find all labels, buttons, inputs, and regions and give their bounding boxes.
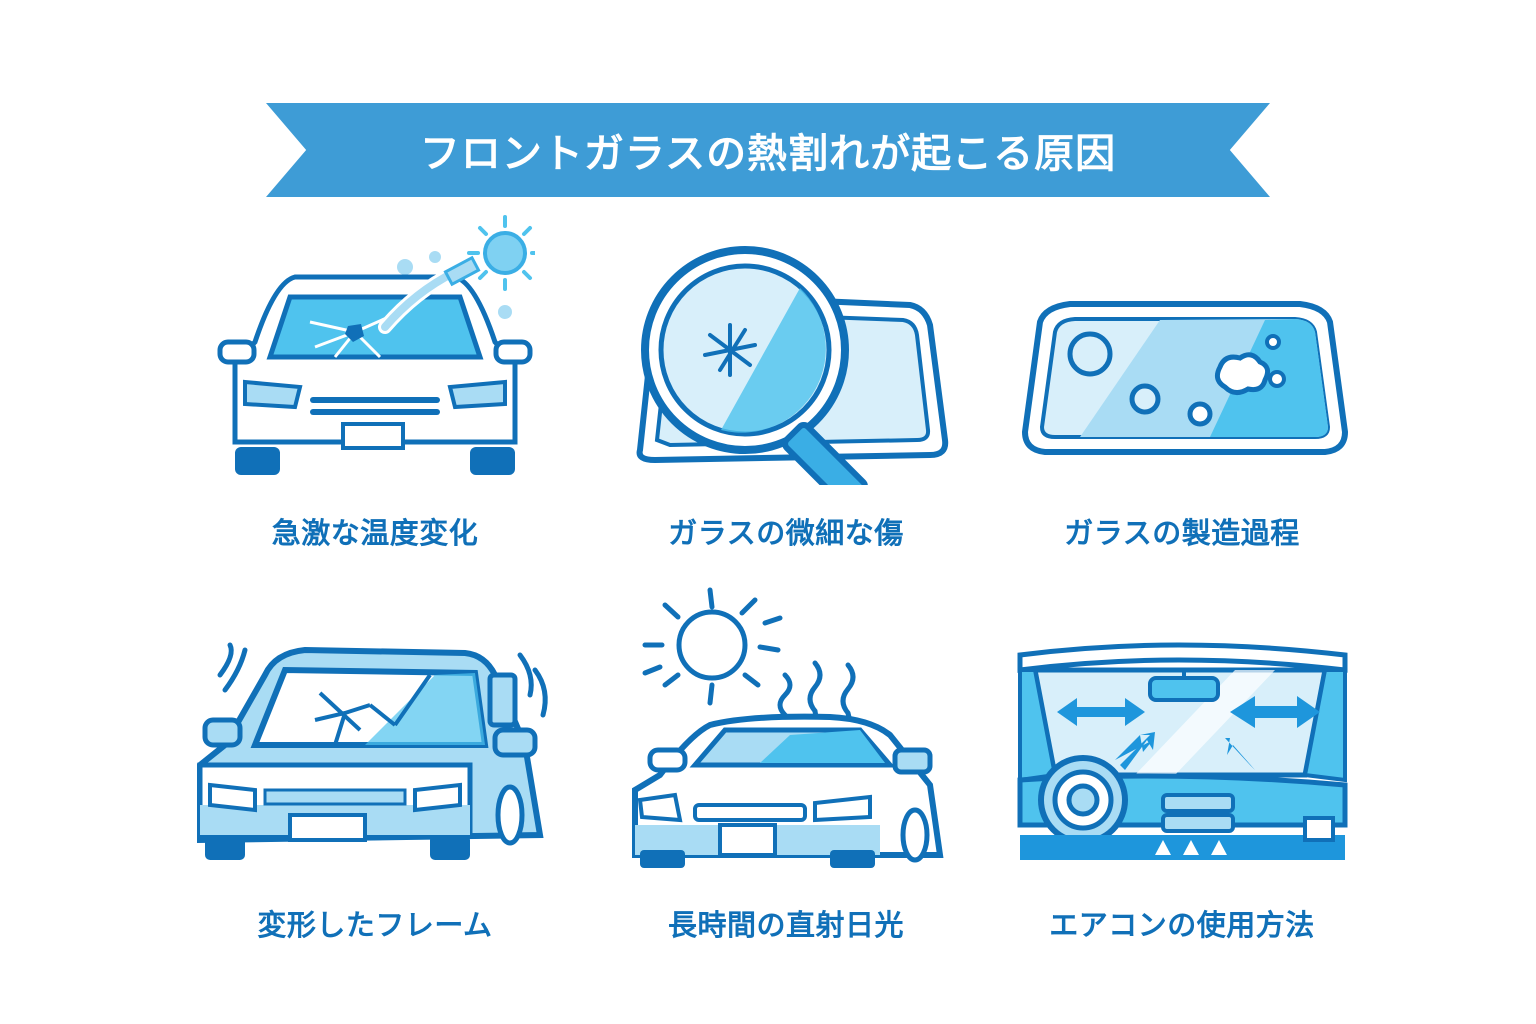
magnifier-glass-crack-icon xyxy=(625,240,955,485)
deformed-car-frame-icon xyxy=(185,635,555,865)
page-title: フロントガラスの熱割れが起こる原因 xyxy=(419,131,1117,177)
cause-label-temperature: 急激な温度変化 xyxy=(271,516,479,550)
title-banner: フロントガラスの熱割れが起こる原因 xyxy=(266,103,1270,197)
cause-label-scratches: ガラスの微細な傷 xyxy=(668,516,904,550)
car-windshield-water-sun-icon xyxy=(215,212,535,484)
cause-label-frame: 変形したフレーム xyxy=(257,908,493,942)
cause-label-sunlight: 長時間の直射日光 xyxy=(667,908,904,942)
car-sun-heat-icon xyxy=(630,585,950,870)
cause-label-aircon: エアコンの使用方法 xyxy=(1049,908,1315,942)
windshield-bubbles-icon xyxy=(1020,292,1350,462)
cause-label-manufacturing: ガラスの製造過程 xyxy=(1064,516,1300,550)
car-interior-aircon-icon xyxy=(1015,640,1350,860)
